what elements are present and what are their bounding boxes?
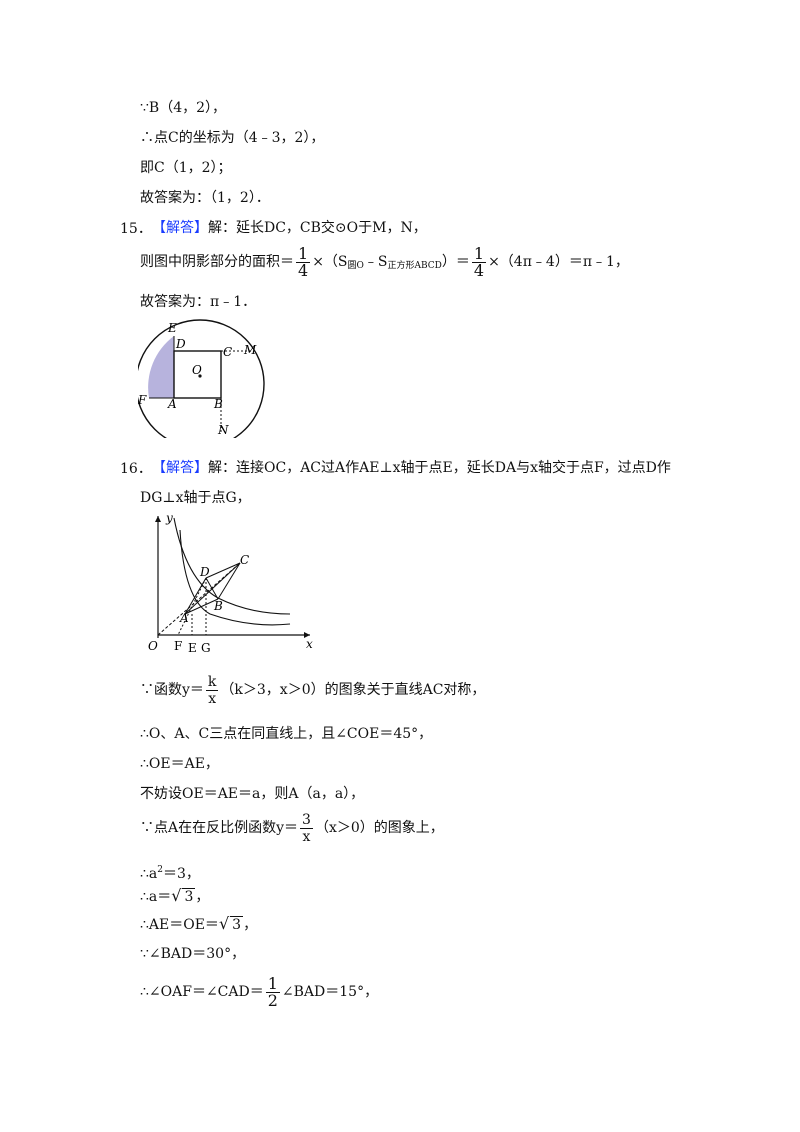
text-line: 故答案为：（1，2）． bbox=[140, 190, 270, 206]
step-line: ∴OE＝AE， bbox=[140, 756, 219, 772]
question-number: 15． bbox=[120, 221, 152, 237]
step-line: ∴a＝√3， bbox=[140, 886, 210, 905]
label-C: C bbox=[240, 553, 249, 567]
label-A: A bbox=[179, 611, 189, 625]
subscript: 圆O bbox=[347, 261, 364, 271]
sqrt-symbol: √ bbox=[171, 886, 182, 905]
formula-text: 则图中阴影部分的面积＝ bbox=[140, 254, 294, 270]
label-C: C bbox=[223, 345, 232, 359]
step-line: 不妨设OE＝AE＝a，则A（a，a）， bbox=[140, 786, 365, 802]
label-M: M bbox=[243, 343, 257, 357]
label-O: O bbox=[192, 363, 202, 377]
solution-tag: 【解答】 bbox=[152, 220, 208, 236]
label-E: E bbox=[167, 321, 177, 335]
text-line: ∵B（4，2）， bbox=[140, 100, 227, 116]
label-G: G bbox=[201, 641, 211, 655]
intro-text: 解：连接OC，AC过A作AE⊥x轴于点E，延长DA与x轴交于点F，过点D作 bbox=[208, 460, 671, 476]
hyperbola-figure: y x O C D B A F E G bbox=[148, 511, 313, 655]
formula-text: ﹣S bbox=[363, 254, 388, 270]
label-E: E bbox=[188, 641, 197, 655]
label-D: D bbox=[175, 337, 186, 351]
solution-intro: 【解答】解：延长DC，CB交⊙O于M，N， bbox=[152, 218, 427, 238]
label-B: B bbox=[213, 599, 223, 613]
label-B: B bbox=[213, 397, 223, 411]
label-A: A bbox=[167, 397, 177, 411]
step-line: ∴AE＝OE＝√3， bbox=[140, 914, 258, 933]
solution-tag: 【解答】 bbox=[152, 460, 208, 476]
formula-text: ×（4π﹣4）＝π﹣1， bbox=[488, 254, 629, 270]
text-line: 即C（1，2）； bbox=[140, 160, 232, 176]
axis-label-y: y bbox=[165, 511, 173, 525]
circle-square-figure: E D C M O F A B N bbox=[138, 319, 265, 438]
label-F: F bbox=[138, 393, 147, 407]
label-F: F bbox=[174, 639, 182, 653]
label-D: D bbox=[199, 565, 210, 579]
formula-text: ×（S bbox=[312, 254, 348, 270]
label-O: O bbox=[148, 639, 158, 653]
question-number: 16． bbox=[120, 461, 152, 477]
step-line: ∴O、A、C三点在同直线上，且∠COE＝45°， bbox=[140, 726, 433, 742]
axis-label-x: x bbox=[306, 637, 313, 651]
answer-line: 故答案为：π﹣1． bbox=[140, 294, 257, 310]
subscript: 正方形ABCD bbox=[387, 261, 442, 271]
step-line: ∵∠BAD＝30°， bbox=[140, 946, 246, 962]
solution-intro: 【解答】解：连接OC，AC过A作AE⊥x轴于点E，延长DA与x轴交于点F，过点D… bbox=[152, 458, 671, 478]
sqrt-symbol: √ bbox=[218, 914, 230, 933]
formula-text: ）＝ bbox=[441, 254, 470, 270]
text-line: ∴点C的坐标为（4﹣3，2）， bbox=[140, 130, 325, 146]
step-line: ∴a2＝3， bbox=[140, 865, 200, 882]
intro-text-cont: DG⊥x轴于点G， bbox=[140, 490, 251, 506]
intro-text: 解：延长DC，CB交⊙O于M，N， bbox=[208, 220, 427, 236]
label-N: N bbox=[217, 423, 229, 437]
